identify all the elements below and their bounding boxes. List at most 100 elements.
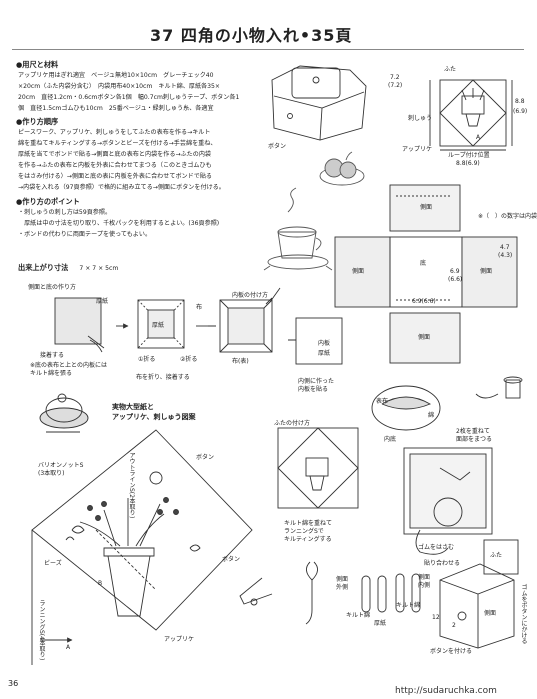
materials-line: 個 直径1.5cmゴムひも10cm 25番ベージュ・緑刺しゅう糸、各適宜 bbox=[18, 105, 214, 112]
pincushion-illustration bbox=[39, 393, 89, 433]
cup-illustration bbox=[263, 151, 365, 271]
label-bottom: 底 bbox=[420, 260, 427, 267]
label-cardboard-4: 厚紙 bbox=[374, 620, 387, 627]
pattern-title: 実物大型紙と アップリケ、刺しゅう図案 bbox=[112, 403, 196, 421]
finished-size-label: 出来上がり寸法 bbox=[18, 263, 69, 272]
label-side-top: 側面 bbox=[420, 204, 433, 211]
finished-size-value: 7 × 7 × 5cm bbox=[79, 265, 119, 272]
inner-board-title: 内板の付け方 bbox=[232, 292, 269, 299]
label-applique: アップリケ bbox=[402, 146, 433, 153]
steps-line: →内袋を入れる（97頁参照）で格的に組み立てる→側面にボタンを付ける。 bbox=[18, 184, 225, 191]
points-line: ・刺しゅうの刺し方は59頁参照。 bbox=[18, 209, 112, 216]
label-cardboard-3: 厚紙 bbox=[318, 350, 331, 357]
side-steps bbox=[54, 287, 343, 365]
steps-line: をはさみ付ける）→側面と底の表に内板を外表に合わせてボンドで貼る bbox=[18, 173, 213, 180]
label-cardboard: 厚紙 bbox=[96, 298, 109, 305]
label-elastic-button: ゴムをボタンにかける bbox=[520, 584, 527, 644]
label-embroidery: 刺しゅう bbox=[408, 115, 433, 122]
lid-attach-title: ふたの付け方 bbox=[274, 420, 311, 427]
steps-body: ピースワーク、アップリケ、刺しゅうをしてふたの表布を作る→キルト 綿を重ねてキル… bbox=[18, 127, 225, 193]
label-side-right: 側面 bbox=[480, 268, 493, 275]
label-dim-d: 6.9 bbox=[450, 268, 460, 275]
page-number: 36 bbox=[8, 679, 19, 688]
label-num-12: 12 bbox=[432, 614, 440, 621]
points-heading: ●作り方のポイント bbox=[16, 197, 80, 206]
label-a-top: A bbox=[476, 134, 481, 141]
label-lid-2: ふた bbox=[490, 552, 503, 559]
label-attach-button: ボタンを付ける bbox=[430, 648, 473, 655]
pattern-diamond bbox=[31, 429, 253, 665]
label-cloth-fold: 布を折り、接着する bbox=[136, 374, 190, 381]
spool-illustration bbox=[475, 376, 523, 399]
label-dim-d2: (6.6) bbox=[448, 276, 463, 283]
label-quilting: キルト綿を重ねて ランニングSで キルティングする bbox=[284, 520, 333, 543]
label-dim-b: 7.2 bbox=[390, 74, 400, 81]
box-net bbox=[334, 184, 518, 364]
label-side-bottom: 側面 bbox=[418, 334, 431, 341]
label-batting-3: キルト綿 bbox=[396, 602, 421, 609]
label-beads: ビーズ bbox=[44, 560, 62, 567]
label-loop-dim: 8.8(6.9) bbox=[456, 160, 480, 167]
materials-line: 20cm 直径1.2cm・0.6cmボタン各1個 幅0.7cm刺しゅうテープ、ボ… bbox=[18, 94, 240, 101]
label-button-2: ボタン bbox=[196, 454, 215, 461]
materials-line: アップリケ用はぎれ適宜 ベージュ無地10×10cm グレーチェック40 bbox=[18, 72, 214, 79]
label-dim-c: 4.7 bbox=[500, 244, 510, 251]
label-inner-made: 内側に作った 内板を貼る bbox=[298, 378, 335, 393]
label-outer-cloth: 表布 bbox=[376, 398, 389, 405]
label-batting-2: キルト綿 bbox=[346, 612, 371, 619]
source-url: http://sudaruchka.com bbox=[395, 686, 497, 696]
side-bottom-title: 側面と底の作り方 bbox=[28, 284, 77, 291]
header-rule bbox=[12, 49, 524, 50]
label-bullion-knot: バリオンノットS (3本取り) bbox=[38, 462, 84, 477]
materials-line: ×20cm（ふた内袋分含む） 内袋用布40×10cm キルト綿、厚紙各35× bbox=[18, 83, 221, 90]
label-running-stitch: ランニングS(4本取り) bbox=[38, 600, 45, 661]
label-side-left: 側面 bbox=[352, 268, 365, 275]
lining-pieces bbox=[305, 539, 519, 649]
finished-size: 出来上がり寸法 7 × 7 × 5cm bbox=[18, 255, 118, 274]
label-b: B bbox=[98, 580, 103, 587]
label-dim-a2: (6.9) bbox=[513, 108, 528, 115]
steps-line: 綿を重ねてキルティングする→ボタンとビーズを付ける→手芸綿を重ね、 bbox=[18, 140, 217, 147]
label-a: A bbox=[66, 644, 71, 651]
label-note-inner: ※（ ）の数字は内袋の寸法 bbox=[478, 213, 537, 220]
steps-heading: ●作り方順序 bbox=[16, 117, 59, 126]
label-side-inner: 側面 内側 bbox=[418, 574, 431, 589]
label-batting: 綿 bbox=[428, 412, 435, 419]
label-side-a: 側面 bbox=[484, 610, 497, 617]
label-fold-1: ①折る bbox=[138, 356, 156, 363]
label-inner-board: 内板 bbox=[318, 340, 331, 347]
label-cloth-front: 布(表) bbox=[232, 358, 249, 365]
lid-attach bbox=[277, 385, 493, 555]
label-inner-bottom: 内底 bbox=[384, 436, 397, 443]
label-button-3: ボタン bbox=[222, 556, 241, 563]
materials-body: アップリケ用はぎれ適宜 ベージュ無地10×10cm グレーチェック40 ×20c… bbox=[18, 70, 239, 114]
lid-pattern bbox=[429, 79, 513, 151]
steps-line: 厚紙を当てでボンドで貼る→側面と底の表布と内袋を作る→ふたの内袋 bbox=[18, 151, 212, 158]
label-outline-stitch: アウトラインS(2本取り) bbox=[128, 452, 135, 519]
label-dim-c2: (4.3) bbox=[498, 252, 513, 259]
label-num-2: 2 bbox=[452, 622, 456, 629]
label-loop-position: ループ付け位置 bbox=[448, 152, 490, 159]
label-glue-together: 貼り合わせる bbox=[424, 560, 461, 567]
steps-line: を作る→ふたの表布と内板を外表に合わせてまつる（このときゴムひも bbox=[18, 162, 212, 169]
label-button: ボタン bbox=[268, 143, 287, 150]
points-line: 厚紙は中の寸法を切り取り、千枚パックを利用するとよい。(36頁参照) bbox=[18, 220, 220, 227]
label-fold-2: ②折る bbox=[180, 356, 198, 363]
label-two-layers: 2枚を重ねて 面部をまつる bbox=[456, 428, 493, 443]
label-side-outer: 側面 外側 bbox=[336, 576, 349, 591]
points-body: ・刺しゅうの刺し方は59頁参照。 厚紙は中の寸法を切り取り、千枚パックを利用する… bbox=[18, 207, 219, 240]
page-title: 37 四角の小物入れ•35頁 bbox=[150, 26, 353, 45]
label-dim-a: 8.8 bbox=[515, 98, 525, 105]
label-cardboard-2: 厚紙 bbox=[152, 322, 165, 329]
label-dim-b2: (7.2) bbox=[388, 82, 403, 89]
steps-line: ピースワーク、アップリケ、刺しゅうをしてふたの表布を作る→キルト bbox=[18, 129, 211, 136]
materials-heading: ●用尺と材料 bbox=[16, 60, 59, 69]
label-note-cut: ※底の表布と上との内板には キルト綿を張る bbox=[30, 362, 107, 377]
label-elastic: ゴムをはさむ bbox=[418, 544, 455, 551]
label-cloth: 布 bbox=[196, 304, 203, 311]
points-line: ・ボンドの代わりに両面テープを使ってもよい。 bbox=[18, 231, 152, 238]
tool-illustration bbox=[239, 577, 273, 606]
box-illustration bbox=[271, 65, 367, 141]
label-applique-2: アップリケ bbox=[164, 636, 195, 643]
